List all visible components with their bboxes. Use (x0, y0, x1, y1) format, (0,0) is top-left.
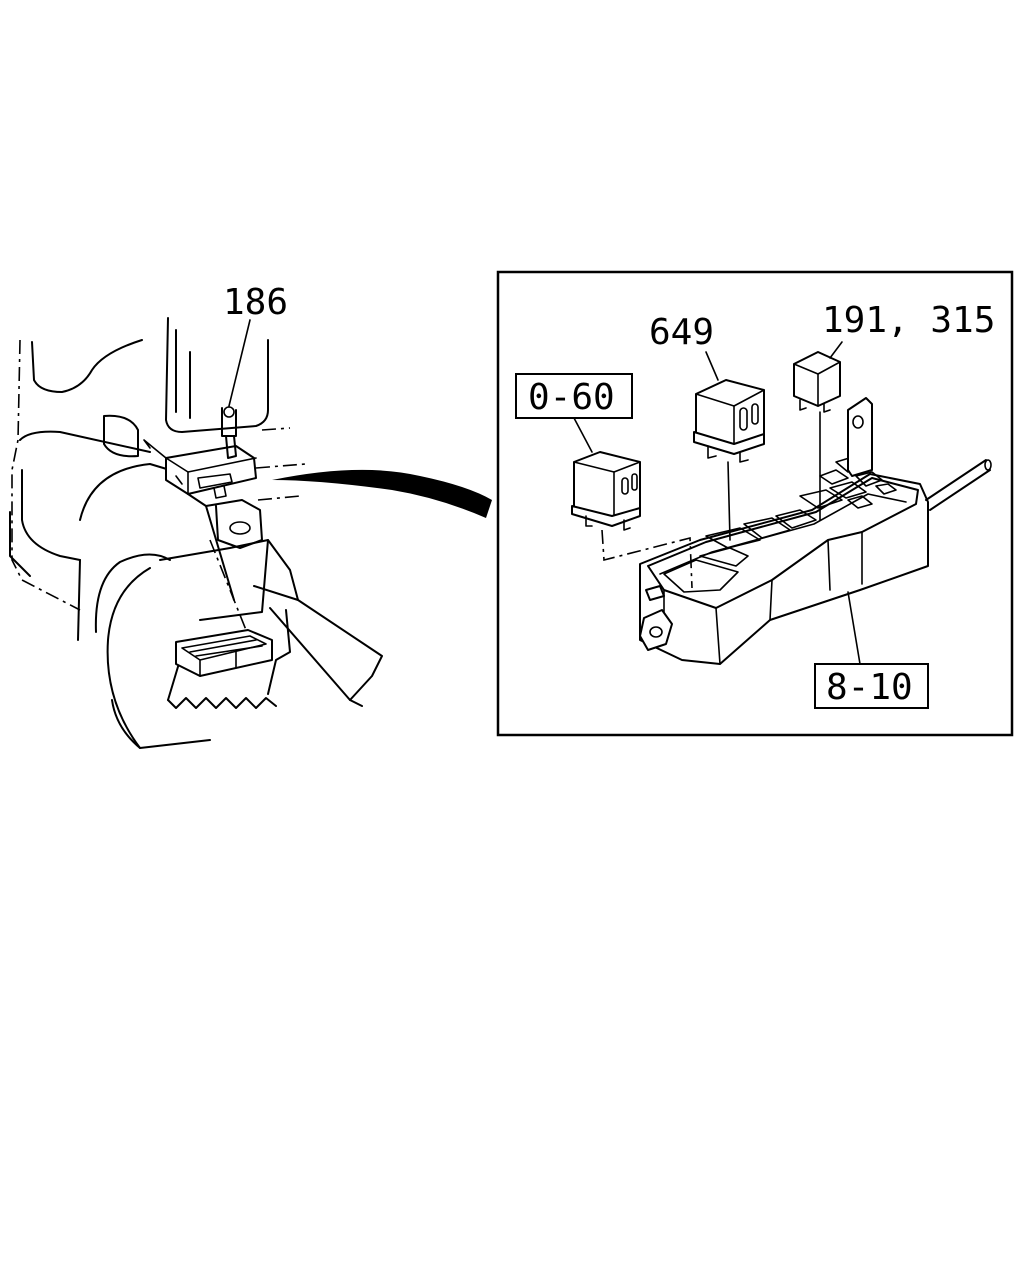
leader-8-10 (847, 591, 861, 665)
callout-649: 649 (649, 312, 714, 353)
callout-191-315: 191, 315 (822, 300, 995, 341)
callout-8-10: 8-10 (826, 667, 913, 708)
callout-0-60: 0-60 (528, 377, 615, 418)
ref-box-8-10 (814, 663, 929, 709)
fuse-relay-box (639, 397, 992, 665)
ref-box-0-60 (515, 373, 633, 419)
relay-649 (693, 379, 765, 541)
leader-0-60 (573, 417, 593, 453)
leader-191-315 (829, 341, 843, 359)
leader-649 (705, 351, 719, 381)
truck-cab-view (9, 317, 492, 749)
relay-191-315 (793, 351, 841, 521)
detail-frame (496, 270, 1014, 737)
relay-0-60 (571, 451, 693, 589)
callout-186: 186 (223, 282, 288, 323)
